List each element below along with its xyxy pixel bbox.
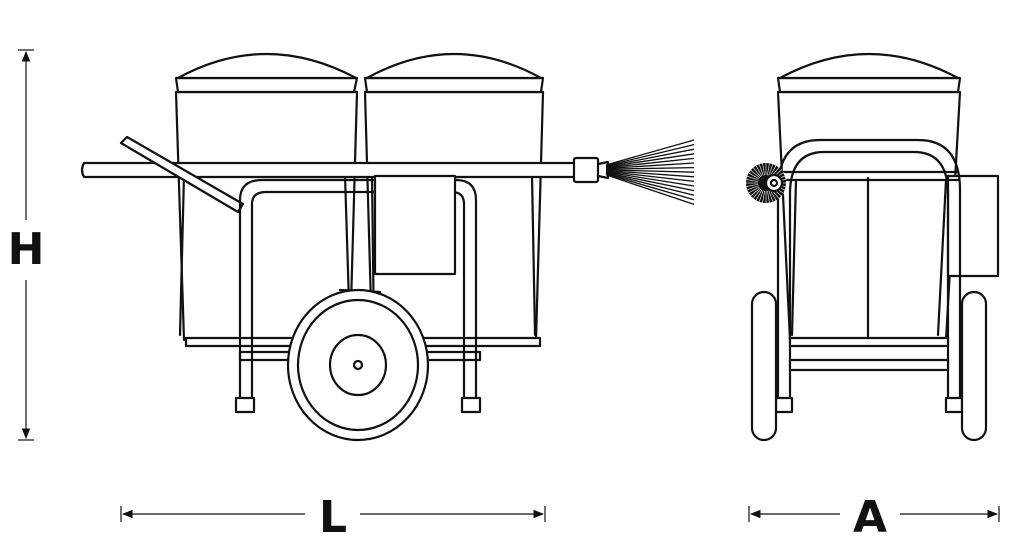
side-wheel — [286, 288, 430, 442]
front-lower-rail — [788, 358, 950, 372]
front-view — [745, 52, 1000, 442]
front-foot-left — [774, 396, 794, 414]
broom-head — [572, 139, 695, 206]
dimension-length: L — [120, 492, 546, 543]
front-wheel-right — [960, 290, 988, 442]
side-foot-left — [234, 396, 256, 414]
front-foot-right — [944, 396, 964, 414]
side-foot-right — [460, 396, 482, 414]
side-bag — [373, 174, 457, 276]
front-bottom-rail — [788, 336, 950, 348]
front-frame — [774, 138, 964, 414]
side-frame — [234, 178, 482, 414]
dimension-width: A — [748, 492, 1000, 543]
push-handle — [119, 135, 245, 214]
side-view — [80, 52, 695, 442]
height-label: H — [8, 224, 45, 275]
front-brush — [745, 162, 787, 204]
front-bin — [776, 52, 962, 342]
front-wheel-left — [750, 290, 778, 442]
width-label: A — [853, 492, 887, 543]
length-label: L — [319, 492, 347, 543]
broom-handle — [80, 161, 578, 179]
dimension-height: H — [8, 49, 45, 441]
front-bag — [946, 174, 1000, 278]
side-bin-left — [174, 52, 359, 342]
